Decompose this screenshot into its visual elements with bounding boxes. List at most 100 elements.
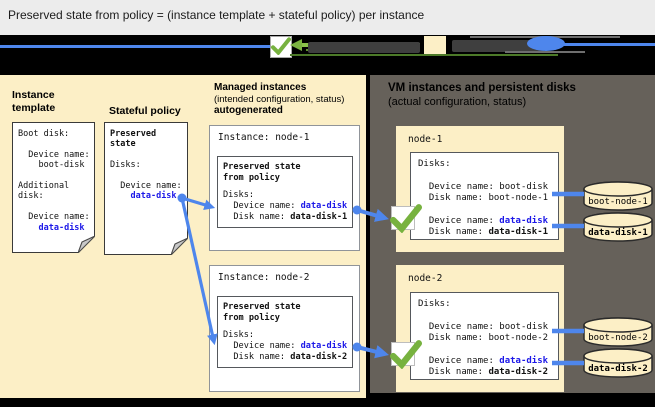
device-name-value: data-disk xyxy=(38,222,85,233)
node-label: node-1 xyxy=(408,134,443,145)
disks-label: Disks: xyxy=(418,159,451,169)
disk-cylinder-label: data-disk-2 xyxy=(588,363,648,374)
doc-line: Device name: xyxy=(110,181,182,192)
data-disk-line: Disk name: data-disk-1 xyxy=(418,227,558,239)
doc-line: state xyxy=(110,139,136,150)
instance-template-doc: Boot disk: Device name: boot-disk Additi… xyxy=(12,122,95,253)
page-fold-icon xyxy=(171,238,188,255)
device-value: data-disk xyxy=(300,200,348,211)
preserved-state-title: Preserved state xyxy=(223,302,301,312)
device-label: Device name: xyxy=(418,355,500,366)
disk-label: Disk name: xyxy=(223,212,291,223)
device-value: data-disk xyxy=(300,340,348,351)
doc-line: Preserved xyxy=(110,129,157,139)
legend-attachment-line-left xyxy=(0,45,272,48)
disks-box-node-1: Disks: Device name: boot-disk Disk name:… xyxy=(410,152,559,240)
device-value: data-disk xyxy=(499,355,549,366)
instance-label: Instance: node-1 xyxy=(218,132,310,143)
legend-bar xyxy=(0,35,655,75)
doc-line: disk: xyxy=(18,191,44,202)
disk-label: Disk name: xyxy=(223,352,291,363)
check-icon xyxy=(271,37,291,56)
doc-line: Additional xyxy=(18,181,70,192)
disk-cylinder-data-disk-1: data-disk-1 xyxy=(583,212,653,242)
vm-heading-line1: VM instances and persistent disks xyxy=(388,82,576,94)
disk-value: data-disk-2 xyxy=(488,367,549,377)
disks-label: Disks: xyxy=(418,299,451,309)
stateful-policy-doc: Preserved state Disks: Device name: data… xyxy=(104,122,188,255)
preserved-state-title: from policy xyxy=(223,313,280,324)
instance-template-doc-text: Boot disk: Device name: boot-disk Additi… xyxy=(13,123,94,233)
device-label: Device name: xyxy=(223,200,301,211)
page-fold-icon xyxy=(78,236,95,253)
disk-value: data-disk-1 xyxy=(290,212,348,223)
managed-heading-line2: (intended configuration, status) xyxy=(214,93,345,105)
doc-line xyxy=(18,139,94,149)
device-label: Device name: xyxy=(223,340,301,351)
instance-label: Instance: node-2 xyxy=(218,272,310,283)
device-line: Device name: data-disk xyxy=(223,201,352,212)
legend-label-block-2 xyxy=(452,40,544,52)
disks-box-node-2: Disks: Device name: boot-disk Disk name:… xyxy=(410,292,559,380)
disk-line: Disk name: data-disk-2 xyxy=(223,352,352,363)
disk-cylinder-boot-node-1: boot-node-1 xyxy=(583,181,653,211)
doc-line-highlight: data-disk xyxy=(18,223,94,233)
boot-device-line: Device name: boot-disk xyxy=(418,181,549,192)
disk-cylinder-data-disk-2: data-disk-2 xyxy=(583,348,653,378)
device-label: Device name: xyxy=(418,215,500,226)
disk-cylinder-label: boot-node-2 xyxy=(588,333,648,343)
disk-cylinder-label: boot-node-1 xyxy=(588,197,648,207)
boot-disk-line: Disk name: boot-node-2 xyxy=(418,333,549,343)
vm-heading-line2: (actual configuration, status) xyxy=(388,95,527,108)
doc-line xyxy=(110,150,187,160)
doc-line: Device name: xyxy=(18,149,90,160)
legend-label-block-1 xyxy=(308,42,420,53)
vm-panel-heading: VM instances and persistent disks (actua… xyxy=(388,82,576,109)
disk-value: data-disk-2 xyxy=(290,352,348,363)
disks-label: Disks: xyxy=(223,189,255,200)
disk-value: data-disk-1 xyxy=(488,227,549,237)
doc-line: boot-disk xyxy=(18,160,85,171)
doc-line xyxy=(110,171,187,181)
managed-heading-line3: autogenerated xyxy=(214,105,283,116)
legend-attachment-line-right xyxy=(558,43,655,46)
diagram-title: Preserved state from policy = (instance … xyxy=(8,8,425,22)
disk-label: Disk name: xyxy=(418,227,489,237)
stateful-policy-heading: Stateful policy xyxy=(109,105,181,117)
node-label: node-2 xyxy=(408,273,443,284)
stateful-policy-doc-text: Preserved state Disks: Device name: data… xyxy=(105,123,187,202)
device-name-value: data-disk xyxy=(130,191,177,202)
legend-disk-icon xyxy=(527,36,565,51)
doc-line: Disks: xyxy=(110,160,141,171)
doc-line-highlight: data-disk xyxy=(110,191,187,201)
disk-cylinder-boot-node-2: boot-node-2 xyxy=(583,317,653,347)
boot-disk-line: Disk name: boot-node-1 xyxy=(418,193,549,203)
instance-template-heading: Instance template xyxy=(12,89,56,114)
doc-line xyxy=(18,202,94,212)
legend-checkbox xyxy=(270,36,292,58)
managed-instances-heading: Managed instances (intended configuratio… xyxy=(214,82,344,117)
doc-line: Device name: xyxy=(18,212,90,223)
indent xyxy=(110,191,130,201)
legend-gray-line-bottom xyxy=(505,51,585,53)
boot-device-line: Device name: boot-disk xyxy=(418,321,549,332)
applied-check-node-2 xyxy=(390,340,422,369)
disks-label: Disks: xyxy=(223,329,255,340)
preserved-state-box-node-1: Preserved state from policy Disks: Devic… xyxy=(217,156,353,228)
title-bar: Preserved state from policy = (instance … xyxy=(0,0,655,35)
preserved-state-title: from policy xyxy=(223,173,280,184)
data-device-line: Device name: data-disk xyxy=(418,216,558,228)
device-line: Device name: data-disk xyxy=(223,341,352,352)
managed-heading-line1: Managed instances xyxy=(214,82,307,93)
data-disk-line: Disk name: data-disk-2 xyxy=(418,367,558,379)
applied-check-node-1 xyxy=(390,204,422,233)
check-icon xyxy=(390,204,422,233)
disk-label: Disk name: xyxy=(418,367,489,377)
preserved-state-title: Preserved state xyxy=(223,162,301,172)
legend-green-underline xyxy=(290,54,558,56)
check-icon xyxy=(390,340,422,369)
device-value: data-disk xyxy=(499,215,549,226)
preserved-state-box-node-2: Preserved state from policy Disks: Devic… xyxy=(217,296,353,368)
disk-cylinder-label: data-disk-1 xyxy=(588,227,648,238)
